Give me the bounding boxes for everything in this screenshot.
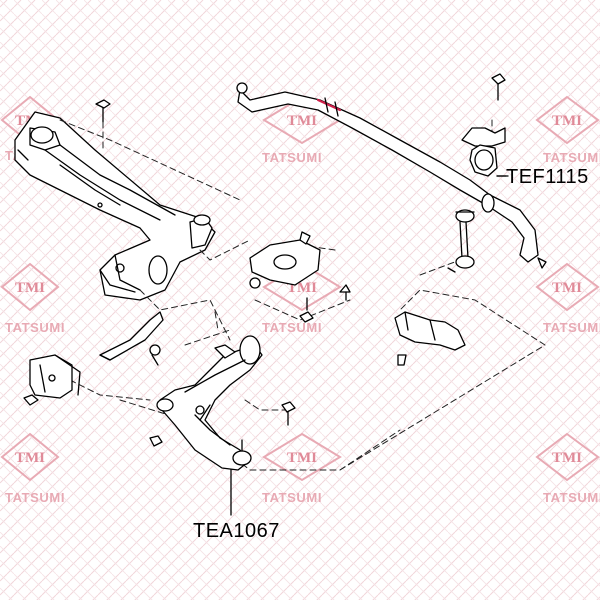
- subframe: [14, 111, 216, 301]
- watermark-logo: TMI: [262, 432, 342, 482]
- watermark-logo: TMI: [535, 95, 600, 145]
- svg-text:TMI: TMI: [552, 280, 582, 296]
- stabilizer-link: [447, 209, 475, 273]
- watermark-brand: TATSUMI: [5, 490, 66, 505]
- watermark-logo: TMI: [535, 262, 600, 312]
- svg-text:TMI: TMI: [552, 450, 582, 466]
- part-label-tea1067: TEA1067: [193, 520, 280, 542]
- watermark-brand: TATSUMI: [262, 320, 323, 335]
- watermark-logo: TMI: [535, 432, 600, 482]
- watermark-brand: TATSUMI: [262, 150, 323, 165]
- watermark-logo: TMI: [0, 432, 60, 482]
- svg-text:TMI: TMI: [287, 113, 317, 129]
- splash-shield: [394, 311, 466, 366]
- lower-control-arm: [149, 335, 263, 471]
- svg-text:TMI: TMI: [552, 113, 582, 129]
- watermark-brand: TATSUMI: [543, 320, 600, 335]
- watermark-brand: TATSUMI: [543, 150, 600, 165]
- bolt-top-left: [95, 99, 111, 123]
- stabilizer-bar: [236, 82, 547, 269]
- svg-text:TMI: TMI: [287, 450, 317, 466]
- arm-bolt: [281, 401, 296, 426]
- watermark-brand: TATSUMI: [262, 490, 323, 505]
- center-bracket: [249, 231, 351, 323]
- mounting-bracket: [23, 354, 81, 406]
- svg-text:TMI: TMI: [15, 450, 45, 466]
- svg-text:TMI: TMI: [15, 280, 45, 296]
- part-label-tef1115: TEF1115: [506, 166, 589, 188]
- watermark-brand: TATSUMI: [543, 490, 600, 505]
- watermark-brand: TATSUMI: [5, 320, 66, 335]
- watermark-logo: TMI: [0, 262, 60, 312]
- stabilizer-bushing-assembly: [461, 73, 509, 177]
- support-rod: [99, 311, 164, 366]
